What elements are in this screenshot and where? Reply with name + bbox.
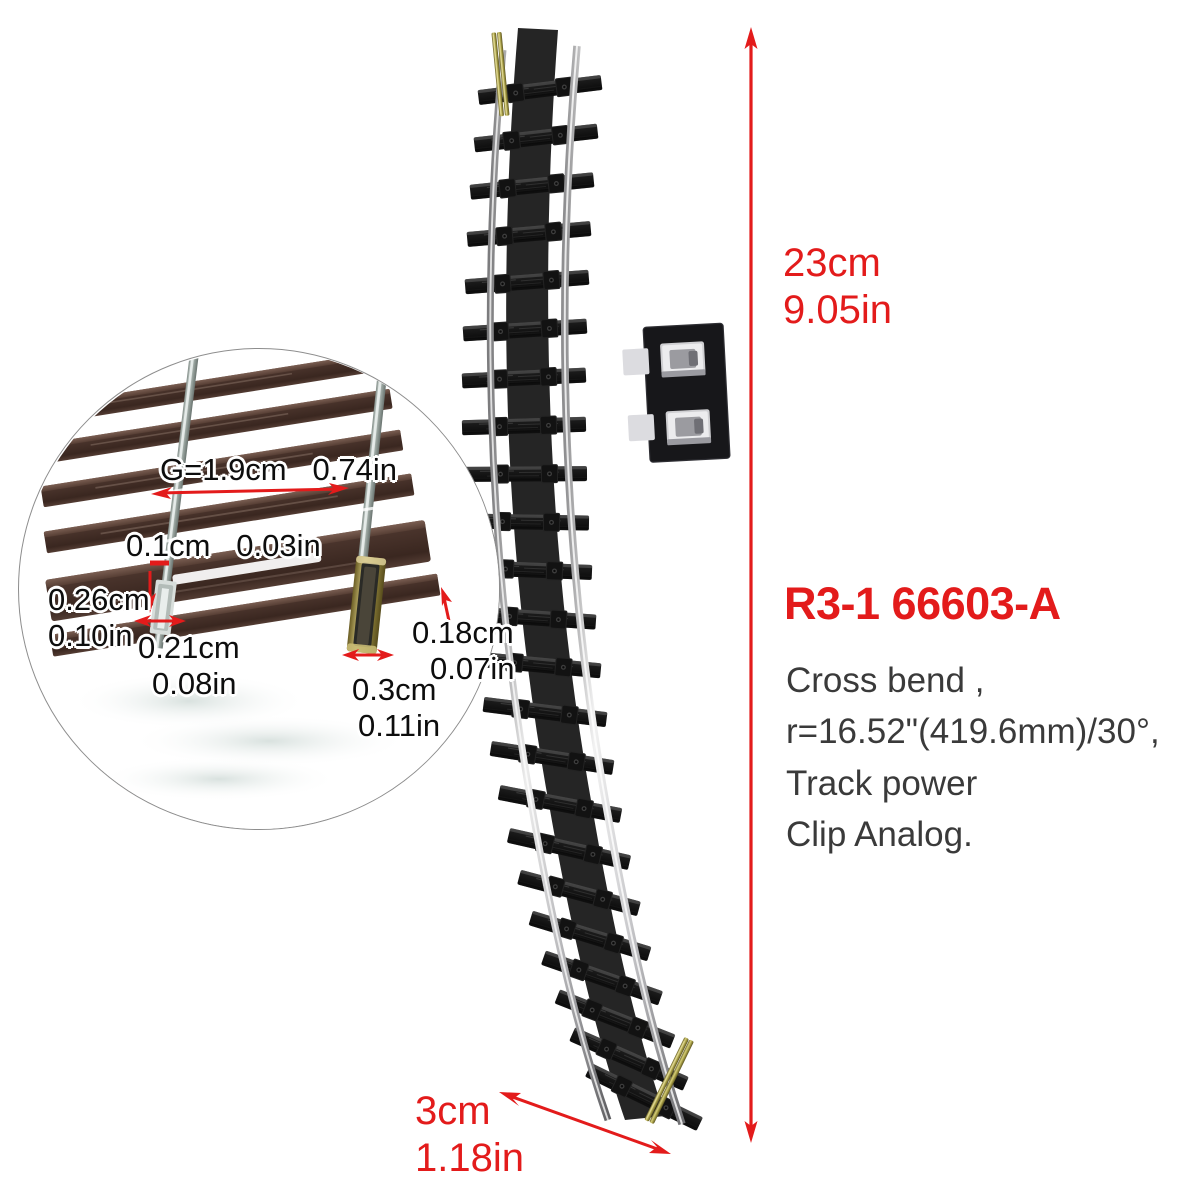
- magnified-detail-inset: [18, 348, 500, 830]
- callout-sleeper-width: 0.21cm 0.08in: [138, 630, 240, 702]
- callout-sleeper-height: 0.26cm 0.10in: [48, 582, 150, 654]
- callout-pin-height-cm: 0.18cm: [412, 615, 514, 650]
- callout-rail-head-in: 0.03in: [236, 528, 321, 563]
- inset-track-photo: [19, 349, 499, 829]
- callout-sleeper-width-in: 0.08in: [152, 665, 237, 701]
- callout-rail-head-cm: 0.1cm: [126, 528, 211, 563]
- callout-pin-height-in: 0.07in: [430, 650, 515, 686]
- overall-height-cm: 23cm: [783, 241, 881, 285]
- overall-width-in: 1.18in: [415, 1136, 524, 1181]
- callout-gauge-in: 0.74in: [312, 452, 397, 487]
- product-description: Cross bend , r=16.52"(419.6mm)/30°, Trac…: [786, 655, 1160, 861]
- product-code: R3-1 66603-A: [784, 578, 1061, 629]
- callout-pin-width-in: 0.11in: [358, 707, 441, 743]
- overall-width-cm: 3cm: [415, 1089, 491, 1133]
- callout-pin-width: 0.3cm 0.11in: [352, 672, 440, 744]
- callout-gauge: G=1.9cm 0.74in: [160, 452, 397, 488]
- overall-height-in: 9.05in: [783, 288, 892, 333]
- callout-sleeper-height-in: 0.10in: [48, 617, 133, 653]
- callout-pin-width-cm: 0.3cm: [352, 672, 437, 707]
- callout-rail-head: 0.1cm 0.03in: [126, 528, 321, 564]
- description-line-2: r=16.52"(419.6mm)/30°,: [786, 712, 1160, 752]
- description-line-3: Track power: [786, 763, 978, 803]
- callout-gauge-cm: G=1.9cm: [160, 452, 287, 487]
- description-line-1: Cross bend ,: [786, 661, 985, 700]
- overall-width-label: 3cm 1.18in: [415, 1088, 524, 1182]
- description-line-4: Clip Analog.: [786, 815, 973, 855]
- callout-sleeper-height-cm: 0.26cm: [48, 582, 150, 617]
- callout-sleeper-width-cm: 0.21cm: [138, 630, 240, 665]
- callout-pin-height: 0.18cm 0.07in: [412, 615, 514, 687]
- overall-height-label: 23cm 9.05in: [783, 240, 892, 334]
